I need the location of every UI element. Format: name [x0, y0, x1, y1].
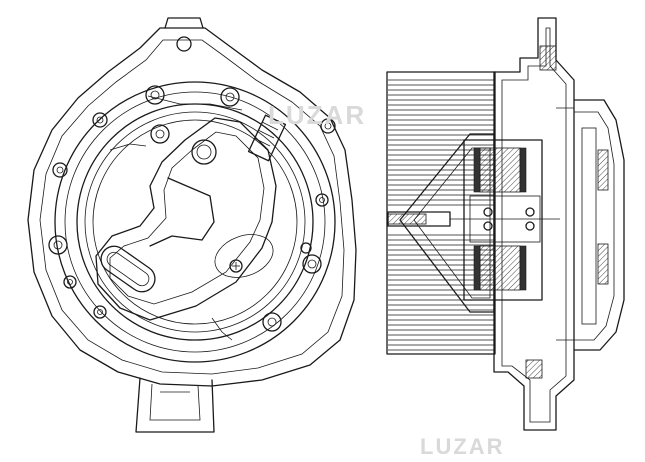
wire-path [109, 143, 147, 151]
small-boss-inner [155, 129, 165, 139]
rotor-area [469, 195, 541, 243]
heatsink-fins [597, 243, 609, 285]
wire-path [147, 95, 243, 111]
middle-ring-2 [84, 111, 306, 333]
bolt-boss [92, 112, 108, 128]
top-mount-hole [176, 36, 192, 52]
stator-core-bottom-r [519, 245, 527, 291]
front-housing-inner-flange [39, 39, 345, 375]
outer-ring-2 [64, 91, 326, 353]
stator-winding-bottom [479, 245, 521, 291]
stator-core-top [473, 147, 481, 193]
screw-icon [229, 259, 243, 273]
small-boss [150, 124, 170, 144]
motor-housing [463, 139, 543, 301]
stator-winding-top [479, 147, 521, 193]
wire-path [211, 317, 233, 341]
cover-slot-inner [106, 251, 150, 287]
flange-seal-top [539, 45, 557, 71]
bolt-boss [93, 305, 107, 319]
bearing-icon [483, 207, 535, 231]
screw-highlight-ellipse [214, 234, 274, 278]
bolt-bosses [48, 85, 336, 332]
bolt-boss [300, 242, 312, 254]
top-mount-tab [164, 17, 204, 29]
cover-plate [95, 117, 277, 321]
bolt-boss [63, 275, 77, 289]
cover-slot [100, 245, 156, 293]
fan-wheel-outline [386, 71, 496, 355]
controller-housing-inner [574, 111, 615, 341]
bolt-boss [262, 312, 282, 332]
bottom-mount-tab-inner [149, 383, 201, 421]
motor-boss [191, 139, 217, 165]
pcb-board [581, 127, 597, 325]
bracket-arm [149, 177, 215, 247]
flange-seal-bottom [525, 359, 543, 379]
connector [247, 114, 287, 162]
mounting-flange-inner [501, 27, 567, 423]
front-housing-outline [27, 27, 357, 387]
stator-core-bottom [473, 245, 481, 291]
controller-housing [573, 99, 625, 351]
bolt-boss [48, 235, 68, 255]
heatsink-fins [597, 149, 609, 191]
inner-ring [92, 119, 298, 325]
motor-boss-inner [196, 144, 212, 160]
cover-plate-inner [109, 131, 265, 305]
watermark-bottom: LUZAR [420, 434, 505, 459]
front-view [27, 17, 357, 433]
middle-ring [76, 103, 314, 341]
mounting-flange [493, 17, 575, 431]
bolt-boss [145, 85, 165, 105]
outer-ring [54, 81, 336, 363]
side-section-view [386, 17, 625, 431]
bolt-boss [320, 118, 336, 134]
bolt-boss [302, 254, 322, 274]
bolt-boss [52, 162, 68, 178]
watermark-top: LUZAR [268, 100, 367, 130]
bottom-mount-tab [135, 377, 215, 433]
bolt-boss [315, 193, 329, 207]
stator-core-top-r [519, 147, 527, 193]
bolt-boss [220, 87, 240, 107]
shaft-knurl [387, 213, 427, 225]
